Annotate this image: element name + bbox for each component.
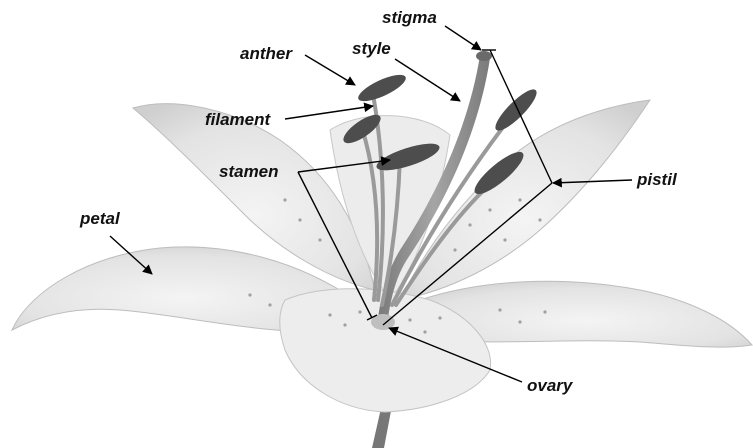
label-petal: petal (80, 210, 120, 227)
label-anther: anther (240, 45, 292, 62)
label-ovary: ovary (527, 377, 572, 394)
label-pistil: pistil (637, 171, 677, 188)
stigma (476, 51, 492, 61)
label-stamen: stamen (219, 163, 279, 180)
label-filament: filament (205, 111, 270, 128)
label-stigma: stigma (382, 9, 437, 26)
label-style: style (352, 40, 391, 57)
